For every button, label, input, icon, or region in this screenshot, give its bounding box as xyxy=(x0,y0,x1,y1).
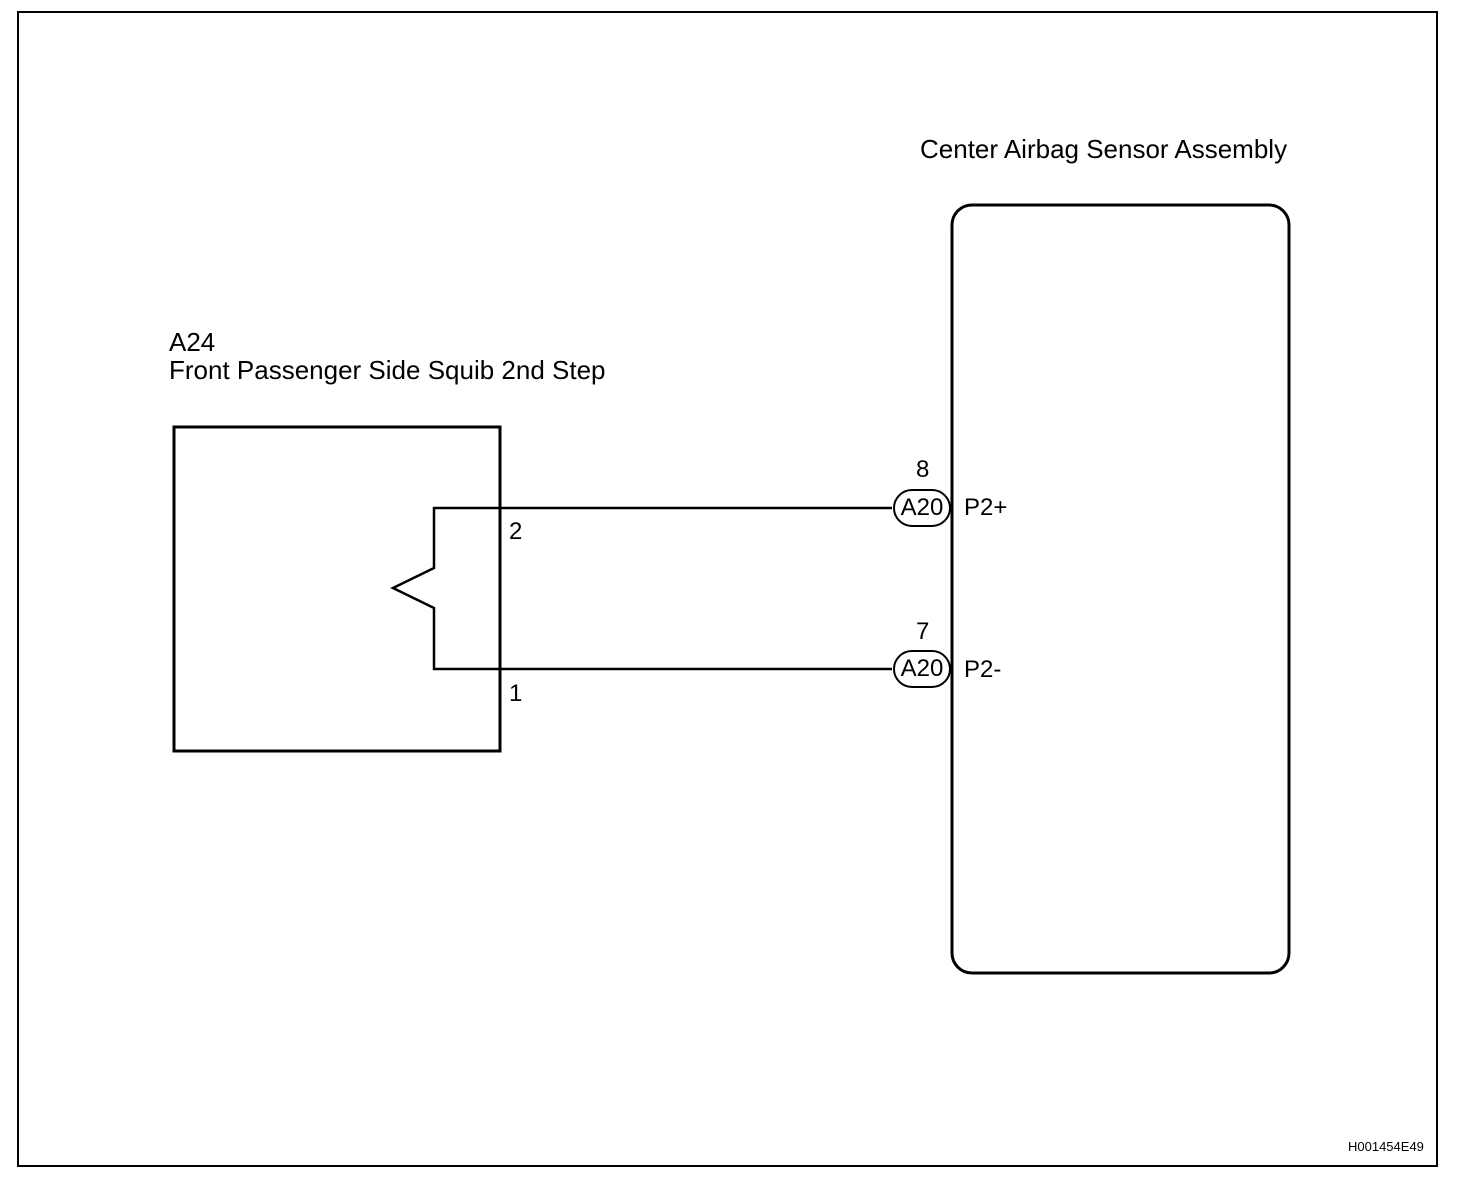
figure-code: H001454E49 xyxy=(1348,1139,1424,1154)
connector-a20-upper: A20 xyxy=(893,489,951,527)
squib-code: A24 xyxy=(169,327,216,357)
squib-element-symbol xyxy=(390,506,892,671)
squib-box xyxy=(172,425,502,753)
sensor-pin-8: 8 xyxy=(916,456,930,483)
terminal-p2-minus: P2- xyxy=(964,656,1002,683)
diagram-frame xyxy=(17,11,1438,1167)
squib-pin-1: 1 xyxy=(509,680,523,707)
squib-name: Front Passenger Side Squib 2nd Step xyxy=(169,355,606,385)
terminal-p2-plus: P2+ xyxy=(964,494,1008,521)
sensor-pin-7: 7 xyxy=(916,618,930,645)
squib-pin-2: 2 xyxy=(509,518,523,545)
sensor-title: Center Airbag Sensor Assembly xyxy=(920,134,1288,164)
connector-a20-lower: A20 xyxy=(893,650,951,688)
sensor-box xyxy=(950,203,1291,975)
